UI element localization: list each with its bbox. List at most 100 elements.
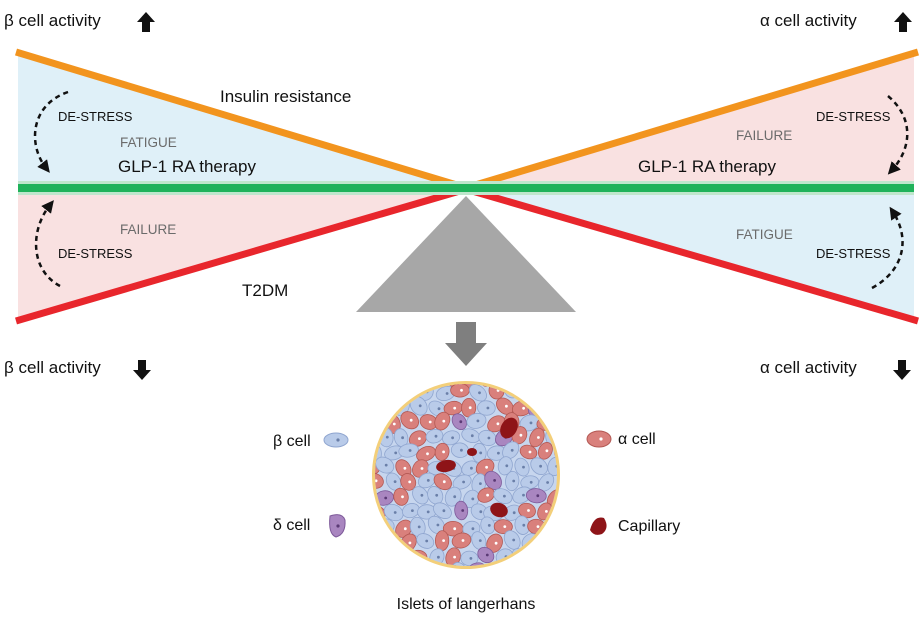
islet-cell-nucleus: [522, 493, 525, 497]
islet-cell-nucleus: [437, 555, 440, 559]
islet-delta-cell: [525, 488, 547, 504]
islet-cell-nucleus: [565, 482, 568, 485]
islet-cell-nucleus: [485, 553, 489, 557]
right-failure-label: FAILURE: [736, 128, 792, 143]
islet-cell-nucleus: [370, 375, 373, 378]
islet-beta-cell: [477, 400, 496, 416]
islet-alpha-cell: [375, 472, 384, 489]
islet-cell-nucleus: [367, 437, 370, 440]
islet-beta-cell: [537, 563, 555, 566]
islet-cell-nucleus: [529, 421, 533, 425]
islet-beta-cell: [416, 533, 435, 549]
islet-beta-cell: [417, 472, 436, 489]
islet-cell-nucleus: [479, 482, 482, 485]
islet-beta-cell: [466, 412, 487, 429]
islet-cell-nucleus: [442, 539, 445, 542]
islet-cell-nucleus: [392, 422, 396, 426]
islet-cell-nucleus: [453, 495, 457, 499]
islet-beta-cell: [444, 486, 462, 507]
alpha-activity-down-label: α cell activity: [760, 358, 857, 377]
islet-cell-nucleus: [442, 419, 446, 423]
islet-cell-nucleus: [426, 479, 430, 482]
islet-cell-nucleus: [564, 569, 567, 572]
islet-cell-nucleus: [368, 557, 371, 560]
islet-cell-nucleus: [445, 392, 449, 395]
islet-alpha-cell: [529, 427, 545, 448]
islet-cell-nucleus: [462, 480, 465, 484]
islet-cell-nucleus: [428, 420, 432, 424]
legend-alpha-label: α cell: [618, 431, 656, 448]
islet-cell-nucleus: [554, 556, 557, 559]
islet-alpha-cell: [549, 519, 557, 538]
islet-cell-nucleus: [408, 449, 412, 452]
islet-alpha-cell: [433, 473, 452, 491]
islet-cell-nucleus: [476, 419, 480, 423]
islet-cell-nucleus: [426, 510, 430, 514]
islet-cell-nucleus: [453, 406, 457, 410]
islet-alpha-cell: [412, 459, 429, 478]
islet-alpha-cell: [519, 444, 538, 460]
down-arrow-icon: [893, 360, 911, 380]
right-top-curved-arrow: [887, 95, 909, 175]
islet-beta-cell: [452, 474, 472, 490]
left-top-curved-arrow: [33, 90, 69, 173]
islet-cell-nucleus: [485, 465, 488, 469]
t2dm-line: [15, 184, 471, 325]
islet-beta-cell: [461, 460, 479, 476]
islet-cell-nucleus: [409, 571, 412, 574]
islet-cell-nucleus: [437, 407, 441, 411]
islet-cell-nucleus: [547, 391, 550, 395]
up-arrow-icon: [137, 12, 155, 32]
islet-cell-nucleus: [494, 541, 498, 545]
islet-cell-nucleus: [528, 450, 532, 454]
islet-cell-nucleus: [512, 511, 516, 515]
islet-alpha-cell: [416, 445, 436, 462]
islet-beta-cell: [412, 486, 429, 505]
islet-cell-nucleus: [557, 527, 560, 530]
islet-cell-nucleus: [522, 465, 525, 469]
islet-cell-nucleus: [375, 391, 379, 395]
islet-alpha-cell: [511, 384, 528, 386]
right-destress-bottom-label: DE-STRESS: [816, 246, 891, 261]
insulin-resistance-label: Insulin resistance: [220, 87, 351, 106]
beta-activity-up-label: β cell activity: [4, 11, 101, 30]
islet-beta-cell: [480, 516, 496, 535]
legend-capillary-label: Capillary: [618, 518, 680, 535]
islet-capillary: [490, 502, 508, 518]
alpha-cell-icon: [586, 430, 612, 448]
islet-alpha-cell: [434, 442, 450, 461]
islet-cell-nucleus: [493, 479, 496, 482]
islet-cell-nucleus: [546, 481, 549, 484]
islet-alpha-cell: [434, 530, 450, 551]
cell-nucleus-icon: [599, 437, 603, 441]
islet-alpha-cell: [531, 545, 546, 566]
islet-cell-nucleus: [563, 539, 566, 542]
islet-alpha-cell: [538, 530, 554, 550]
islet-cell-nucleus: [519, 433, 523, 437]
insulin-resistance-line: [14, 48, 472, 193]
islet-alpha-cell: [378, 384, 394, 388]
islet-cell-nucleus: [409, 418, 413, 422]
islet-cell-nucleus: [511, 570, 514, 573]
islet-beta-cell: [375, 549, 378, 566]
islet-cell-nucleus: [403, 527, 407, 531]
islet-cell-nucleus: [451, 436, 454, 440]
islet-cell-nucleus: [565, 389, 568, 392]
islet-beta-cell: [543, 549, 557, 566]
right-therapy-label: GLP-1 RA therapy: [638, 157, 776, 176]
islet-beta-cell: [383, 503, 404, 522]
islet-beta-cell: [432, 502, 452, 519]
islet-cell-nucleus: [502, 375, 505, 378]
capillary-icon: [590, 517, 607, 535]
islet-cell-nucleus: [471, 497, 475, 501]
islet-alpha-cell: [521, 384, 539, 400]
right-destress-top-label: DE-STRESS: [816, 109, 891, 124]
islet-beta-cell: [521, 563, 539, 566]
islet-cell-nucleus: [522, 523, 526, 527]
left-destress-bottom-label: DE-STRESS: [58, 246, 133, 261]
islet-cell-nucleus: [442, 509, 446, 513]
islet-cell-nucleus: [510, 448, 514, 452]
islet-cell-nucleus: [384, 496, 388, 500]
islet-cell-nucleus: [370, 467, 373, 470]
islet-cell-nucleus: [437, 376, 440, 379]
